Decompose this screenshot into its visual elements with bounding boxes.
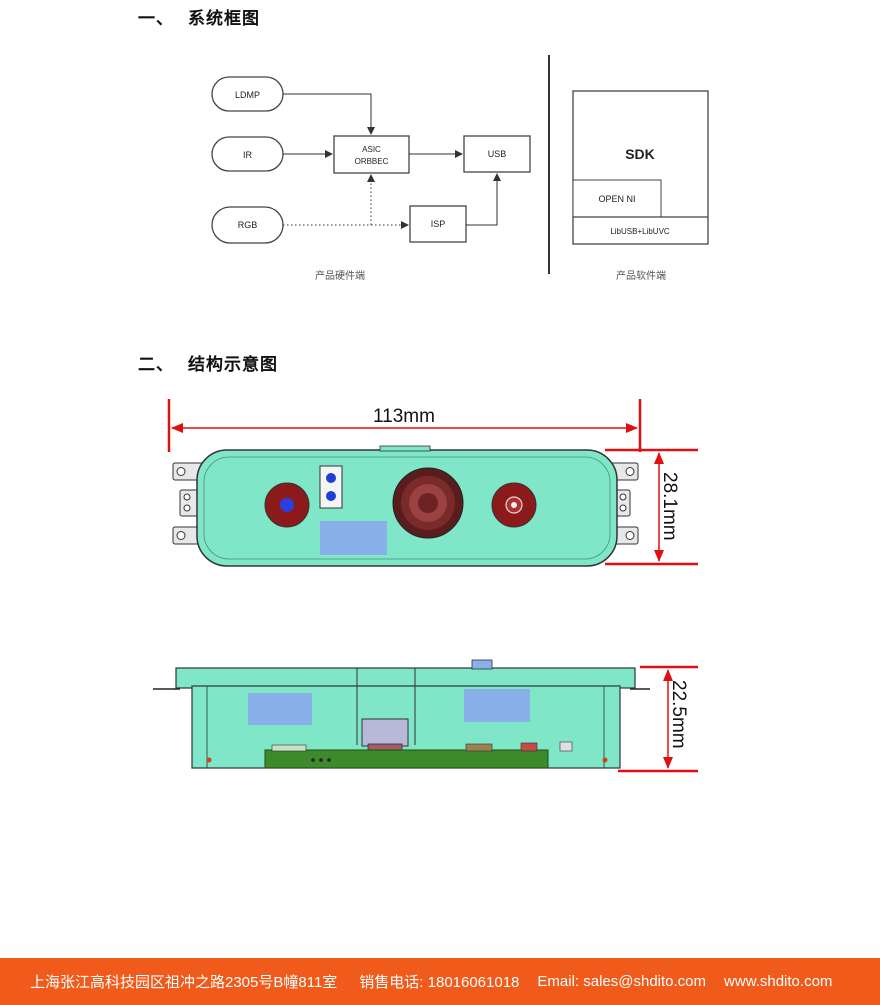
usb-box: USB bbox=[463, 135, 531, 173]
section-number: 一、 bbox=[138, 9, 174, 29]
section-heading-system-diagram: 一、系统框图 bbox=[138, 4, 260, 29]
hardware-caption: 产品硬件端 bbox=[315, 269, 365, 282]
height-dimension: 28.1mm bbox=[605, 448, 698, 566]
contact-footer: 上海张江高科技园区祖冲之路2305号B幢811室 销售电话: 180160610… bbox=[0, 958, 880, 1005]
right-lens bbox=[491, 482, 537, 528]
height-label: 28.1mm bbox=[659, 472, 680, 541]
openni-label: OPEN NI bbox=[598, 194, 635, 204]
front-label-plate bbox=[320, 521, 387, 555]
rgb-label: RGB bbox=[238, 220, 258, 230]
asic-box: ASIC ORBBEC bbox=[333, 135, 410, 174]
usb-label: USB bbox=[488, 149, 507, 159]
section-title: 系统框图 bbox=[188, 9, 260, 29]
footer-email[interactable]: Email: sales@shdito.com bbox=[537, 973, 707, 990]
footer-phone: 销售电话: 18016061018 bbox=[359, 974, 520, 991]
isp-box: ISP bbox=[409, 205, 467, 243]
footer-website[interactable]: www.shdito.com bbox=[724, 973, 833, 990]
software-stack: SDK OPEN NI LibUSB+LibUVC bbox=[572, 90, 709, 245]
section-number: 二、 bbox=[138, 355, 174, 375]
side-label-plate-left bbox=[248, 693, 312, 725]
section-heading-structure-diagram: 二、结构示意图 bbox=[138, 350, 278, 375]
left-lens bbox=[264, 482, 310, 528]
width-label: 113mm bbox=[373, 406, 435, 427]
document-figures: LDMP IR RGB ASIC ORBBEC USB ISP bbox=[153, 55, 709, 773]
led-module bbox=[319, 465, 343, 509]
device-side-view: 22.5mm bbox=[153, 659, 698, 773]
libusb-label: LibUSB+LibUVC bbox=[610, 227, 670, 236]
side-label-plate-right bbox=[464, 689, 530, 722]
depth-dimension: 22.5mm bbox=[618, 665, 698, 773]
asic-label-line1: ASIC bbox=[362, 145, 381, 154]
depth-label: 22.5mm bbox=[668, 680, 689, 749]
rgb-node: RGB bbox=[211, 206, 284, 244]
sdk-label: SDK bbox=[625, 146, 655, 162]
ir-node: IR bbox=[211, 136, 284, 172]
isp-label: ISP bbox=[431, 219, 446, 229]
ldmp-to-asic-arrow bbox=[283, 93, 375, 135]
section-title: 结构示意图 bbox=[188, 355, 278, 375]
asic-label-line2: ORBBEC bbox=[355, 157, 389, 166]
system-block-diagram: LDMP IR RGB ASIC ORBBEC USB ISP bbox=[211, 55, 709, 282]
ir-label: IR bbox=[243, 150, 253, 160]
software-caption: 产品软件端 bbox=[616, 269, 666, 282]
side-pcb bbox=[264, 749, 549, 769]
center-lens bbox=[392, 467, 464, 539]
ldmp-node: LDMP bbox=[211, 76, 284, 112]
width-dimension: 113mm bbox=[167, 399, 642, 452]
device-front-view: 113mm bbox=[167, 399, 698, 567]
ldmp-label: LDMP bbox=[235, 90, 260, 100]
isp-to-usb-arrow bbox=[466, 173, 501, 226]
footer-address: 上海张江高科技园区祖冲之路2305号B幢811室 bbox=[30, 974, 338, 991]
diagram-connectors bbox=[283, 93, 501, 229]
